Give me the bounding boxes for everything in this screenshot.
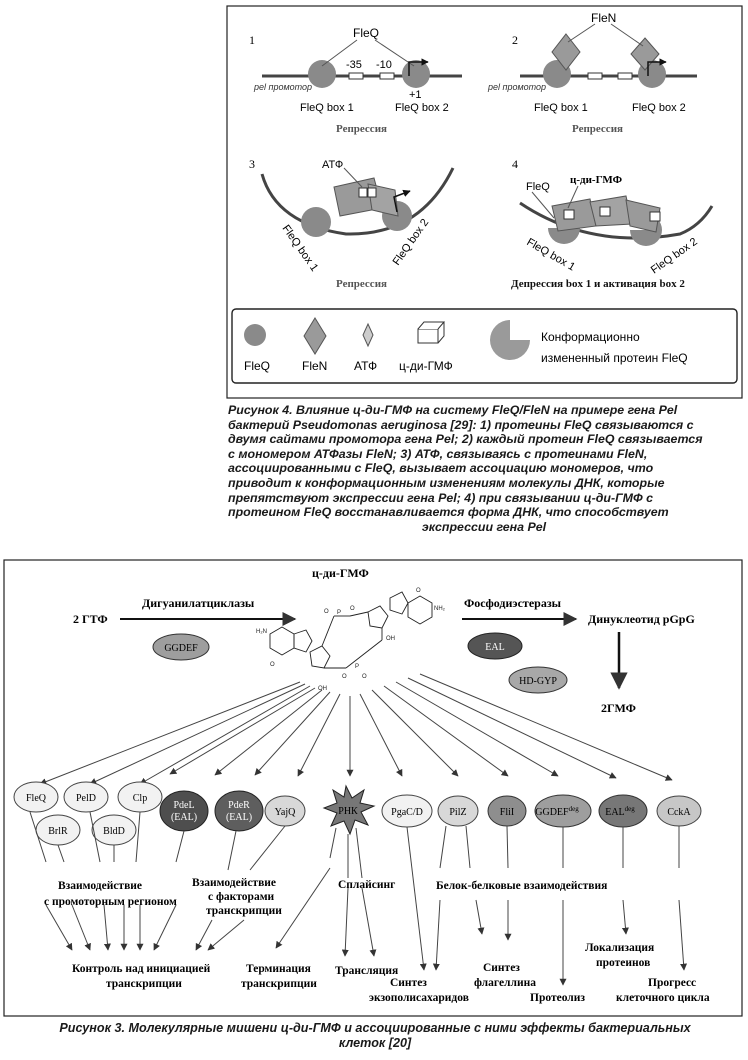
caption-line: приводит к конформационным изменениям мо…: [228, 475, 665, 490]
caption-line: бактерий Pseudomonas aeruginosa [29]: 1)…: [228, 417, 694, 432]
pointer-line: [343, 167, 363, 188]
box1-label: FleQ box 1: [534, 102, 588, 114]
promoter-box-minus10: [379, 72, 395, 80]
fleq-protein: [402, 60, 430, 88]
state-label: Репрессия: [572, 123, 623, 135]
promoter-label: pel промотор: [253, 82, 312, 92]
panel-4-number: 4: [512, 157, 518, 171]
legend-atp-label: АТФ: [354, 359, 377, 373]
legend-frame: [231, 308, 738, 384]
legend-flen-label: FleN: [302, 359, 327, 373]
cdigmp-molecule: [599, 206, 611, 217]
caption-line: Рисунок 4. Влияние ц-ди-ГМФ на систему F…: [228, 403, 678, 417]
legend-fleq-symbol: [244, 324, 266, 346]
legend-conf-label-1: Конформационно: [541, 330, 640, 344]
caption-line: ассоциированными с FleQ, вызывает ассоци…: [228, 461, 654, 476]
state-label: Депрессия box 1 и активация box 2: [511, 278, 685, 290]
legend-cdigmp-label: ц-ди-ГМФ: [399, 359, 453, 373]
ligand-label: ц-ди-ГМФ: [570, 174, 623, 186]
protein-label: FleQ: [353, 26, 379, 40]
legend-conf-label-2: измененный протеин FleQ: [541, 351, 688, 365]
legend-conf-symbol: [490, 320, 530, 360]
legend-cdigmp-symbol: [417, 321, 446, 344]
box1-label: FleQ box 1: [300, 102, 354, 114]
tss-arrow: [647, 58, 667, 76]
caption-line: экспрессии гена Pel: [421, 519, 547, 534]
dna-bent: [260, 167, 455, 236]
tss-arrow: [408, 58, 429, 76]
caption-line: двумя сайтами промотора гена Pel; 2) каж…: [228, 432, 703, 447]
figure-3-caption: Рисунок 3. Молекулярные мишени ц-ди-ГМФ …: [6, 1021, 744, 1050]
caption-line: с мономером АТФазы FleN; 3) АТФ, связыва…: [228, 446, 648, 461]
figure-4-caption: Рисунок 4. Влияние ц-ди-ГМФ на систему F…: [228, 403, 740, 534]
flen-protein: [551, 33, 581, 71]
state-label: Репрессия: [336, 123, 387, 135]
state-label: Репрессия: [336, 278, 387, 290]
cdigmp-molecule: [563, 209, 575, 220]
promoter-box: [617, 72, 633, 80]
fleq-protein: [301, 207, 331, 237]
pointer-line: [610, 23, 644, 47]
legend-flen-symbol: [303, 317, 327, 355]
atp-molecule: [358, 187, 368, 198]
atp-molecule: [367, 187, 377, 198]
caption-line: клеток [20]: [338, 1035, 412, 1050]
pointer-line: [567, 185, 579, 209]
pointer-line: [374, 39, 415, 67]
flen-complex: [625, 199, 661, 233]
panel-1-number: 1: [249, 33, 255, 47]
panel-2-number: 2: [512, 33, 518, 47]
atp-label: АТФ: [322, 159, 343, 171]
pointer-line: [321, 39, 358, 67]
pointer-line: [531, 191, 555, 219]
caption-line: протеином FleQ восстанавливается форма Д…: [228, 505, 669, 520]
panel-2: 2 FleN pel промотор FleQ box 1 FleQ box …: [487, 11, 697, 135]
legend-atp-symbol: [362, 322, 374, 348]
legend-fleq-label: FleQ: [244, 359, 270, 373]
box2-label: FleQ box 2: [632, 102, 686, 114]
minus35-label: -35: [346, 59, 362, 71]
caption-line: Рисунок 3. Молекулярные мишени ц-ди-ГМФ …: [59, 1021, 691, 1035]
panel-3-number: 3: [249, 157, 255, 171]
cdigmp-molecule: [649, 211, 661, 222]
promoter-box: [587, 72, 603, 80]
pointer-line: [567, 23, 596, 43]
promoter-label: pel промотор: [487, 82, 546, 92]
caption-line: препятствуют экспрессии гена Pel; 4) при…: [228, 490, 654, 505]
minus10-label: -10: [376, 59, 392, 71]
tss-arrow: [393, 189, 411, 213]
fleq-protein: [308, 60, 336, 88]
panel-1: 1 FleQ -35 -10 +1 pel промотор FleQ box …: [249, 26, 462, 135]
box2-label: FleQ box 2: [395, 102, 449, 114]
plus1-label: +1: [409, 89, 422, 101]
protein-label: FleN: [591, 11, 616, 25]
protein-label: FleQ: [526, 181, 550, 193]
promoter-box-minus35: [348, 72, 364, 80]
legend: FleQ FleN АТФ ц-ди-ГМФ Конформационно из…: [231, 308, 738, 384]
